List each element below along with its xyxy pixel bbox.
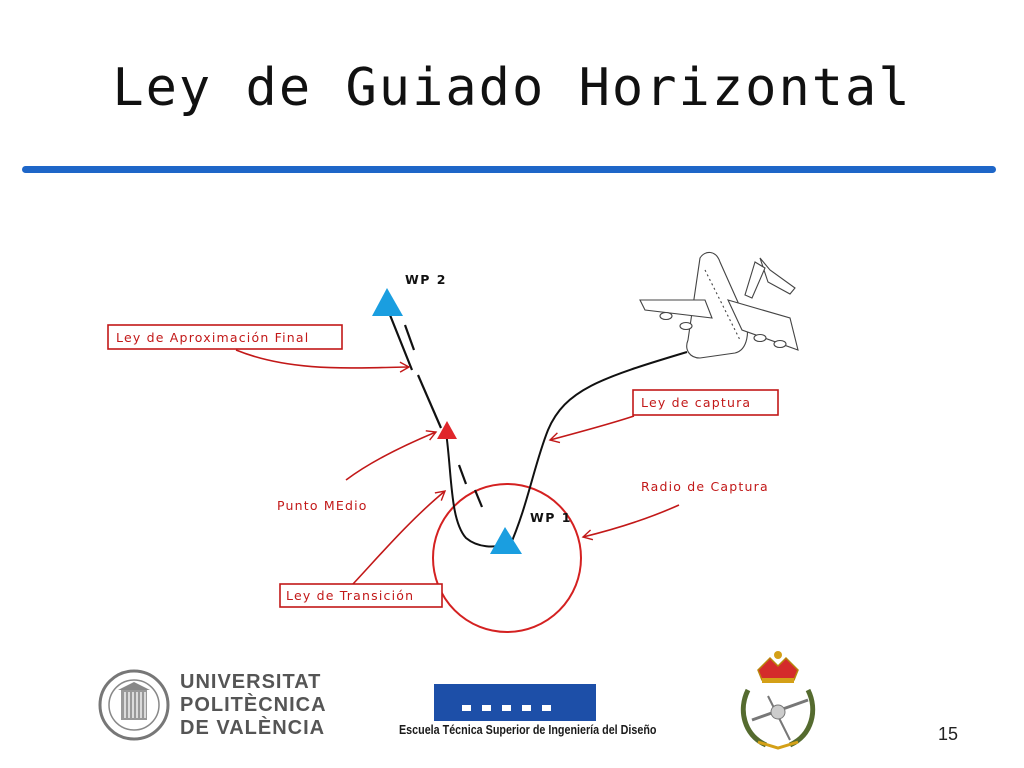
capture-radius-label: Radio de Captura bbox=[641, 479, 769, 494]
capture-label-box bbox=[632, 389, 779, 416]
final-approach-arrow bbox=[235, 349, 411, 373]
transition-path bbox=[445, 431, 506, 548]
upv-seal-logo bbox=[98, 669, 170, 741]
capture-radius-circle bbox=[432, 483, 582, 633]
wp2-marker bbox=[372, 288, 403, 316]
title-divider bbox=[22, 166, 996, 173]
final-approach-line bbox=[388, 314, 484, 508]
upv-line-3: DE VALÈNCIA bbox=[180, 717, 326, 739]
wp1-label: WP 1 bbox=[530, 510, 572, 525]
transition-label: Ley de Transición bbox=[286, 588, 414, 603]
final-approach-label-box bbox=[107, 324, 343, 350]
capture-label: Ley de captura bbox=[641, 395, 751, 410]
upv-line-1: UNIVERSITAT bbox=[180, 671, 322, 693]
upv-line-2: POLITÈCNICA bbox=[180, 694, 327, 716]
capture-radius-arrow bbox=[581, 504, 680, 541]
transition-label-box bbox=[279, 583, 443, 608]
midpoint-label: Punto MEdio bbox=[277, 498, 368, 513]
aeronautical-emblem-logo bbox=[740, 651, 816, 750]
upv-wordmark: UNIVERSITAT POLITÈCNICA DE VALÈNCIA bbox=[180, 672, 327, 741]
midpoint-marker bbox=[437, 421, 457, 439]
wp2-label: WP 2 bbox=[405, 272, 447, 287]
transition-arrow bbox=[352, 490, 447, 585]
school-name: Escuela Técnica Superior de Ingeniería d… bbox=[399, 723, 657, 737]
slide-title: Ley de Guiado Horizontal bbox=[112, 58, 912, 118]
wp1-marker bbox=[490, 527, 522, 554]
capture-arrow bbox=[548, 415, 635, 444]
midpoint-arrow bbox=[345, 430, 438, 481]
final-approach-label: Ley de Aproximación Final bbox=[116, 330, 309, 345]
capture-path bbox=[508, 351, 688, 549]
page-number: 15 bbox=[938, 724, 959, 744]
etsid-logo bbox=[434, 684, 596, 721]
airplane-icon bbox=[639, 251, 799, 359]
